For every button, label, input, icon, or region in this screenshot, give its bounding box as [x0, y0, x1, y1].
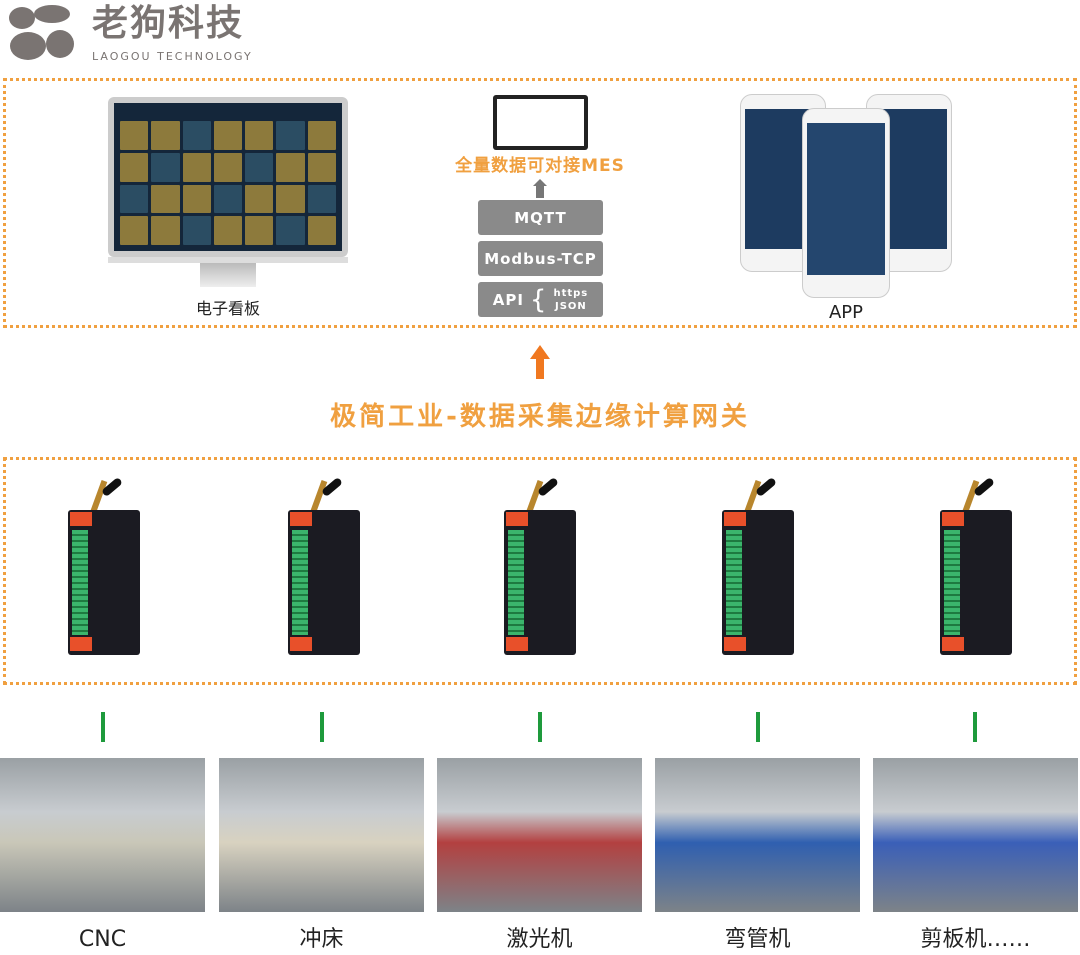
up-arrow-orange-icon: [530, 345, 550, 379]
protocol-mqtt: MQTT: [478, 200, 603, 235]
gateway-device: [504, 476, 576, 655]
api-json: JSON: [554, 300, 587, 312]
api-https: https: [553, 287, 589, 299]
gateway-device: [940, 476, 1012, 655]
machine-photo: [873, 758, 1078, 912]
protocol-modbus-tcp: Modbus-TCP: [478, 241, 603, 276]
machine-label: CNC: [78, 927, 127, 952]
connector-line: [973, 712, 977, 742]
dashboard-monitor: [108, 97, 348, 257]
mes-tablet-image: [493, 95, 588, 150]
gateway-device: [288, 476, 360, 655]
machine-photo: [0, 758, 205, 912]
gateway-title: 极简工业-数据采集边缘计算网关: [330, 402, 750, 432]
connector-line: [320, 712, 324, 742]
api-label: API: [492, 290, 524, 309]
machine-photo: [655, 758, 860, 912]
up-arrow-head-icon: [533, 179, 547, 186]
phone-center: [802, 108, 890, 298]
top-section-border: [3, 78, 1077, 328]
monitor-stand: [200, 263, 256, 287]
protocol-api: API { https JSON: [478, 282, 603, 317]
gateway-section-border: [3, 457, 1077, 685]
connector-line: [101, 712, 105, 742]
logo-paw-icon: [9, 5, 74, 60]
logo-subtext: LAOGOU TECHNOLOGY: [92, 50, 253, 63]
logo-text: 老狗科技: [92, 3, 245, 44]
brace: {: [529, 284, 548, 315]
app-label: APP: [828, 302, 864, 323]
machine-label: 弯管机: [724, 927, 791, 952]
dashboard-label: 电子看板: [195, 299, 260, 318]
machine-photo: [219, 758, 424, 912]
machine-label: 剪板机……: [920, 927, 1031, 952]
machine-label: 激光机: [506, 927, 573, 952]
gateway-device: [722, 476, 794, 655]
mes-text: 全量数据可对接MES: [455, 156, 625, 176]
monitor-chin: [108, 257, 348, 263]
machine-label: 冲床: [299, 927, 344, 952]
up-arrow-icon: [536, 184, 544, 198]
gateway-device: [68, 476, 140, 655]
connector-line: [756, 712, 760, 742]
connector-line: [538, 712, 542, 742]
machine-photo: [437, 758, 642, 912]
